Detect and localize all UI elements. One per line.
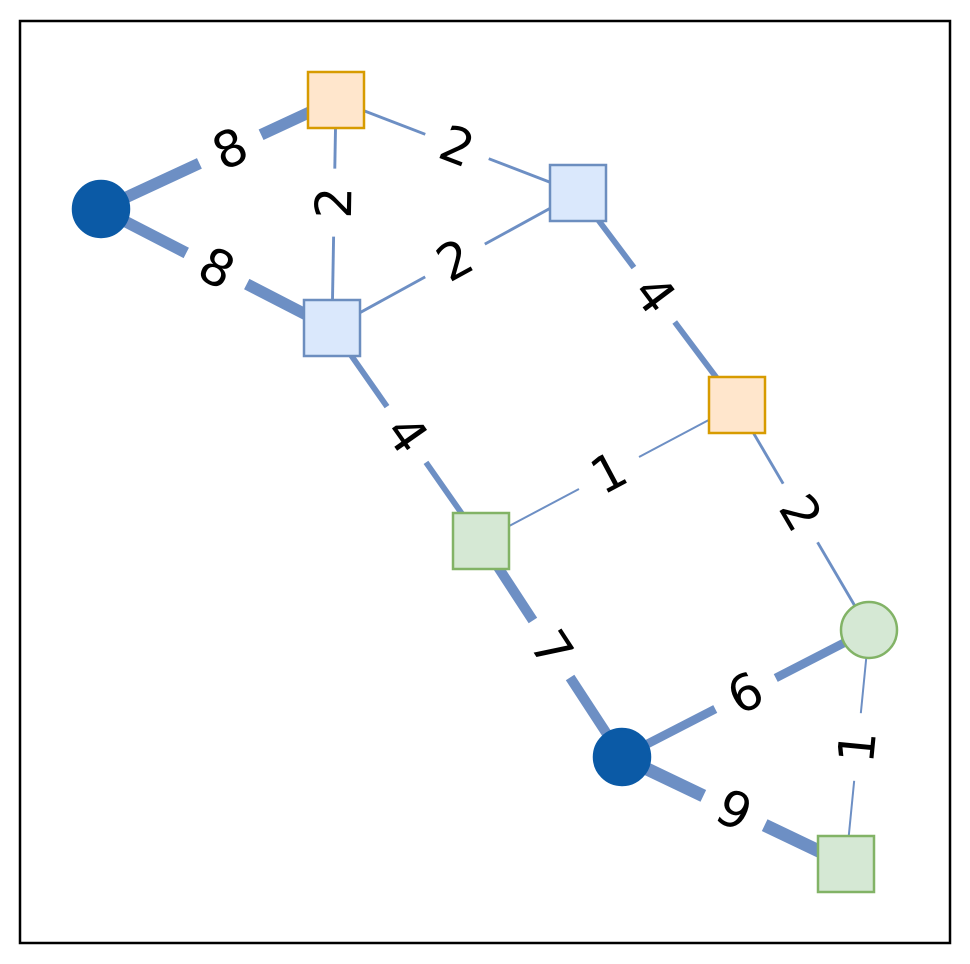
node-n9-green-square: [816, 834, 876, 894]
node-n2-orange-square: [306, 70, 366, 130]
edge-label-n2-n4: 2: [305, 186, 364, 219]
diagram-frame: [18, 19, 952, 945]
node-n3-blue-square: [548, 163, 608, 223]
node-n8-dark-circle: [592, 727, 652, 787]
node-n5-orange-square: [707, 375, 767, 435]
node-n7-green-circle: [839, 600, 899, 660]
node-n4-blue-square: [302, 298, 362, 358]
node-n6-green-square: [451, 511, 511, 571]
nodes-layer: [71, 70, 899, 894]
edge-label-n7-n9: 1: [827, 728, 888, 765]
node-n1-dark-circle: [71, 179, 131, 239]
